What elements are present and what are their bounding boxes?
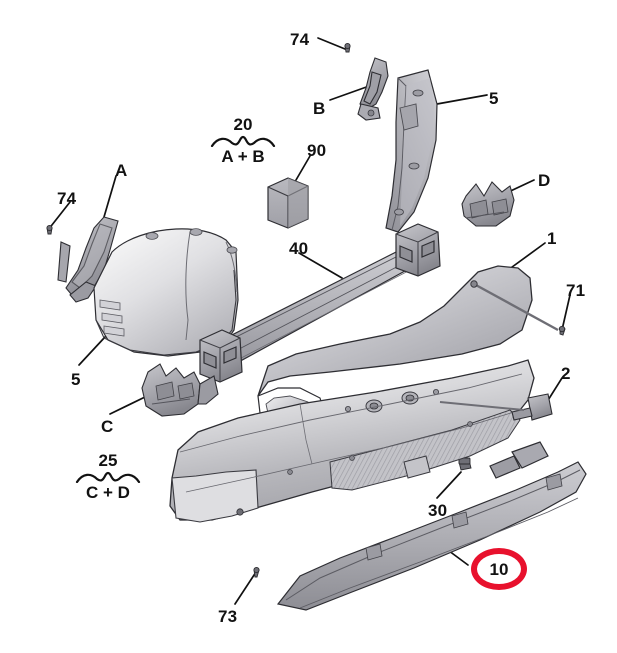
callout-highlight-10[interactable]: 10 [471,548,527,590]
group-20-A-plus-B: 20 A + B [210,116,276,165]
label-5-left: 5 [71,370,81,389]
left-corner-bumper-part [93,228,239,357]
watermark-right [532,636,535,646]
label-2: 2 [561,364,571,383]
bracket-C [141,363,219,417]
group-25-number: 25 [98,451,118,470]
watermark-left [18,636,21,646]
label-74-left: 74 [57,189,77,208]
part-71-rod [470,280,559,332]
fastener-markers [46,42,566,578]
group-20-terms: A + B [221,147,265,166]
label-71: 71 [566,281,586,300]
group-25-C-plus-D: 25 C + D [75,452,141,501]
lower-trim-10 [276,441,587,611]
callout-10-label: 10 [489,559,509,579]
left-corner-bracket-A [57,216,119,303]
label-30: 30 [428,501,448,520]
label-74-top: 74 [290,30,310,49]
group-25-terms: C + D [86,483,130,502]
part-90-cube [267,177,309,229]
group-20-brace-icon [210,135,276,147]
bracket-D [461,181,515,227]
label-1: 1 [547,229,557,248]
main-bumper-body-1 [169,265,535,523]
right-corner-bumper-part [385,69,438,233]
label-C: C [101,417,114,436]
impact-beam-40 [199,223,441,383]
label-D: D [538,171,551,190]
part-2-bracket [439,393,553,421]
label-B: B [313,99,326,118]
label-A: A [115,161,128,180]
upper-clip-B [357,57,389,121]
label-40: 40 [289,239,309,258]
leader-lines [47,37,571,605]
label-73: 73 [218,607,238,626]
group-25-brace-icon [75,471,141,483]
label-90: 90 [307,141,327,160]
group-20-number: 20 [233,115,253,134]
label-5-right: 5 [489,89,499,108]
callout-ring: 10 [471,548,527,590]
